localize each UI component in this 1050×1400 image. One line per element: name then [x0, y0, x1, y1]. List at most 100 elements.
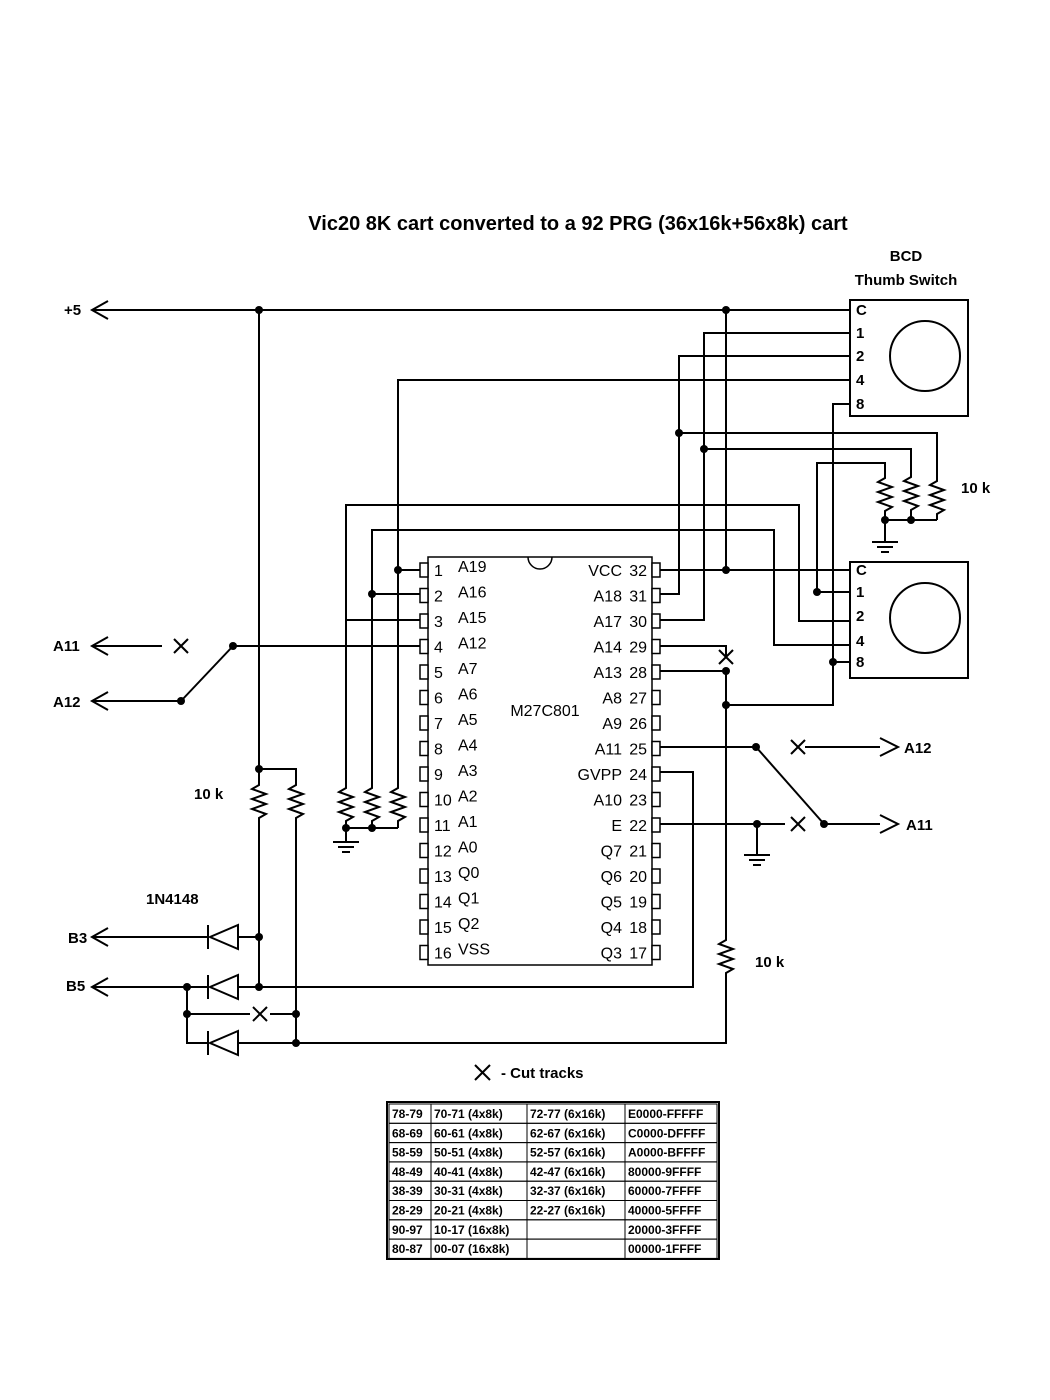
table-cell: 00-07 (16x8k)	[434, 1242, 509, 1256]
chip-pin-signal: A15	[458, 610, 487, 627]
table-cell: 30-31 (4x8k)	[434, 1184, 503, 1198]
a12-right-label: A12	[904, 740, 932, 757]
chip-pin-signal: A7	[458, 661, 478, 678]
chip-pin-signal: A9	[602, 716, 622, 733]
a11-right-label: A11	[906, 817, 933, 834]
chip-pin-number: 24	[629, 767, 647, 784]
switch-pin-label: 1	[856, 584, 864, 601]
switch-pin-label: 8	[856, 654, 864, 671]
chip-pin-stub	[651, 893, 661, 910]
diode-label: 1N4148	[146, 891, 199, 908]
chip-pin-signal: A12	[458, 636, 487, 653]
b3-label: B3	[68, 930, 87, 947]
chip-pin-number: 11	[434, 818, 451, 835]
chip-pin-number: 28	[629, 665, 647, 682]
table-cell: 80000-9FFFF	[628, 1165, 701, 1179]
chip-pin-stub	[419, 893, 429, 910]
chip-pin-signal: E	[611, 818, 622, 835]
chip-pin-signal: Q7	[601, 844, 622, 861]
chip-pin-number: 23	[629, 793, 647, 810]
switch-pin-label: 4	[856, 633, 865, 650]
chip-pin-stub	[419, 740, 429, 757]
bcd-label: BCD	[890, 248, 923, 265]
table-cell: 70-71 (4x8k)	[434, 1107, 503, 1121]
chip-pin-stub	[651, 766, 661, 782]
chip-pin-number: 22	[629, 818, 647, 835]
chip-pin-signal: A1	[458, 814, 478, 831]
switch-pin-label: 4	[856, 372, 865, 389]
cut-a11-left	[173, 638, 189, 654]
chip-pin-number: 32	[629, 563, 647, 580]
chip-pin-signal: A19	[458, 559, 487, 576]
table-cell: C0000-DFFFF	[628, 1126, 705, 1140]
chip-pin-signal: A13	[594, 665, 623, 682]
switch-pin-label: 2	[856, 348, 864, 365]
chip-pin-signal: A0	[458, 840, 478, 857]
chip-pin-stub	[419, 868, 429, 884]
chip-pin-signal: Q6	[601, 869, 622, 886]
table-cell: 78-79	[392, 1107, 423, 1121]
table-cell: 40000-5FFFF	[628, 1204, 701, 1218]
cut-a14-a13	[718, 649, 734, 665]
chip-pin-stub	[651, 689, 661, 706]
chip-pin-number: 6	[434, 691, 443, 708]
chip-pin-number: 7	[434, 716, 443, 733]
chip-pin-number: 27	[629, 691, 647, 708]
chip-pin-stub	[651, 562, 661, 578]
a11-left-label: A11	[53, 638, 80, 655]
table-cell: 68-69	[392, 1126, 423, 1140]
chip-pin-stub	[651, 919, 661, 935]
chip-pin-stub	[651, 740, 661, 757]
chip-pin-number: 13	[434, 869, 452, 886]
plus5-label: +5	[64, 302, 81, 319]
labels: +5 BCD Thumb Switch 10 k 10 k 10 k 1N414…	[53, 248, 991, 1082]
ground-symbols	[333, 541, 898, 866]
chip-pin-number: 21	[629, 844, 647, 861]
switch-pin-label: C	[856, 562, 867, 579]
resistor-right-label: 10 k	[755, 954, 785, 971]
chip-pin-stub	[651, 613, 661, 629]
chip-pin-stub	[651, 638, 661, 655]
chip-pin-signal: A16	[458, 585, 487, 602]
chip-pin-number: 31	[629, 589, 647, 606]
chip-pin-number: 2	[434, 589, 443, 606]
chip-pin-signal: Q2	[458, 916, 479, 933]
chip-pin-number: 10	[434, 793, 452, 810]
chip-pin-signal: Q3	[601, 946, 622, 963]
chip-pin-signal: Q4	[601, 920, 622, 937]
table-cell: 20000-3FFFF	[628, 1223, 701, 1237]
a12-left-label: A12	[53, 694, 81, 711]
chip-pin-signal: VCC	[588, 563, 622, 580]
table-cell: 28-29	[392, 1204, 423, 1218]
chip-pin-stub	[419, 562, 429, 578]
switch-pin-label: 8	[856, 396, 864, 413]
table-cell: 62-67 (6x16k)	[530, 1126, 605, 1140]
chip-pin-signal: VSS	[458, 942, 490, 959]
table-cell: 40-41 (4x8k)	[434, 1165, 503, 1179]
table-cell: 50-51 (4x8k)	[434, 1146, 503, 1160]
b5-label: B5	[66, 978, 85, 995]
chip-pin-number: 12	[434, 844, 452, 861]
chip-pin-signal: A8	[602, 691, 622, 708]
table-cell: 10-17 (16x8k)	[434, 1223, 509, 1237]
chip-pin-stub	[651, 817, 661, 833]
table-cell: E0000-FFFFF	[628, 1107, 703, 1121]
chip-pin-stub	[419, 791, 429, 808]
table-cell-border	[624, 1238, 718, 1259]
chip-pin-number: 14	[434, 895, 452, 912]
table-cell: A0000-BFFFF	[628, 1146, 705, 1160]
chip-pin-number: 8	[434, 742, 443, 759]
chip-pin-signal: A17	[594, 614, 623, 631]
table-cell: 48-49	[392, 1165, 423, 1179]
resistor-pack-label: 10 k	[961, 480, 991, 497]
chip-pin-signal: A18	[594, 589, 623, 606]
chip-pin-signal: Q5	[601, 895, 622, 912]
chip-pin-stub	[419, 766, 429, 782]
switch-pin-label: C	[856, 302, 867, 319]
chip-pin-stub	[419, 944, 429, 961]
chip-pin-stub	[651, 664, 661, 680]
chip-pin-stub	[651, 587, 661, 604]
table-cell: 20-21 (4x8k)	[434, 1204, 503, 1218]
